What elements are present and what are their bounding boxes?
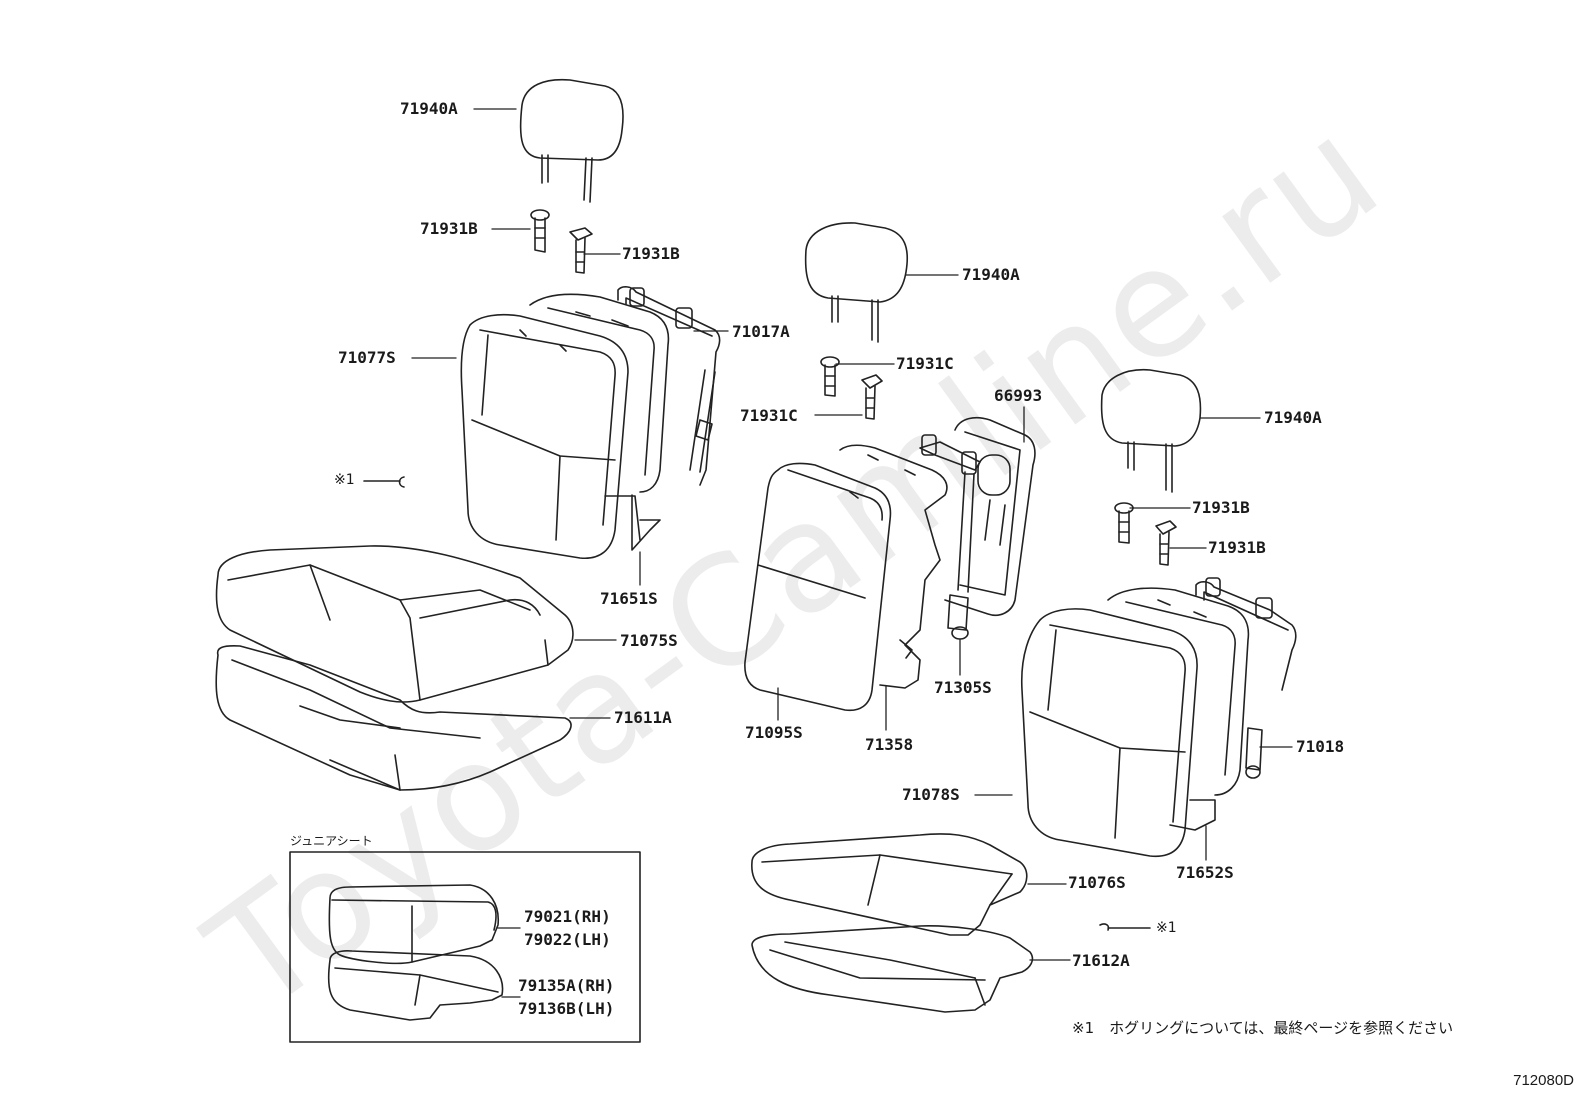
- back-assy-left: [461, 315, 628, 559]
- guide-center-a: [821, 357, 839, 396]
- back-pad-right: [1108, 588, 1248, 830]
- back-pad-left: [530, 294, 668, 550]
- cushion-left: [217, 546, 573, 702]
- label-headrest-right: 71940A: [1264, 408, 1322, 427]
- label-cushion-left: 71075S: [620, 631, 678, 650]
- label-headrest-center: 71940A: [962, 265, 1020, 284]
- headrest-center: [806, 223, 908, 342]
- label-center-pad: 71358: [865, 735, 914, 754]
- label-guide-center-b: 71931C: [740, 406, 798, 425]
- label-guide-left-a: 71931B: [420, 219, 478, 238]
- label-back-pad-left: 71651S: [600, 589, 658, 608]
- label-junior-cover-rh: 79021(RH): [524, 907, 611, 926]
- center-pad: [840, 445, 947, 688]
- label-headrest-left: 71940A: [400, 99, 458, 118]
- hog-ring-right: [1100, 924, 1150, 930]
- label-junior-pad-lh: 79136B(LH): [518, 999, 615, 1018]
- diagram-code: 712080D: [1513, 1072, 1574, 1089]
- label-armrest-frame: 66993: [994, 386, 1043, 405]
- cushion-pad-left: [216, 646, 571, 790]
- label-back-assy-right: 71078S: [902, 785, 960, 804]
- back-frame-right: [1196, 578, 1296, 778]
- label-guide-right-a: 71931B: [1192, 498, 1250, 517]
- back-frame-left: [618, 287, 720, 485]
- label-guide-left-b: 71931B: [622, 244, 680, 263]
- guide-center-b: [862, 375, 882, 419]
- hog-ring-note: ※1 ホグリングについては、最終ページを参照ください: [1072, 1019, 1454, 1037]
- junior-cover: [329, 885, 498, 963]
- center-hinge: [920, 435, 980, 639]
- cushion-right: [752, 834, 1027, 935]
- hog-ring-marker-left: ※1: [334, 472, 355, 488]
- label-center-back: 71095S: [745, 723, 803, 742]
- junior-seat-box: [290, 852, 640, 1042]
- guide-left-b: [570, 228, 592, 273]
- hog-ring-left: [364, 477, 404, 487]
- label-center-hinge: 71305S: [934, 678, 992, 697]
- leader-lines: [412, 109, 1292, 997]
- center-back: [745, 463, 891, 710]
- cushion-pad-right: [752, 926, 1032, 1012]
- headrest-left: [521, 80, 623, 202]
- label-junior-pad-rh: 79135A(RH): [518, 976, 615, 995]
- label-cushion-pad-right: 71612A: [1072, 951, 1130, 970]
- guide-right-b: [1156, 521, 1176, 565]
- label-back-frame-left: 71017A: [732, 322, 790, 341]
- guide-right-a: [1115, 503, 1133, 543]
- back-assy-right: [1022, 609, 1197, 856]
- armrest-frame: [945, 418, 1035, 616]
- label-guide-center-a: 71931C: [896, 354, 954, 373]
- label-guide-right-b: 71931B: [1208, 538, 1266, 557]
- junior-seat-title: ジュニアシート: [290, 834, 373, 848]
- label-back-pad-right: 71652S: [1176, 863, 1234, 882]
- headrest-right: [1102, 370, 1201, 492]
- label-back-assy-left: 71077S: [338, 348, 396, 367]
- label-back-frame-right: 71018: [1296, 737, 1345, 756]
- label-cushion-pad-left: 71611A: [614, 708, 672, 727]
- label-junior-cover-lh: 79022(LH): [524, 930, 611, 949]
- guide-left-a: [531, 210, 549, 252]
- label-cushion-right: 71076S: [1068, 873, 1126, 892]
- hog-ring-marker-right: ※1: [1156, 920, 1177, 936]
- junior-pad: [329, 951, 503, 1020]
